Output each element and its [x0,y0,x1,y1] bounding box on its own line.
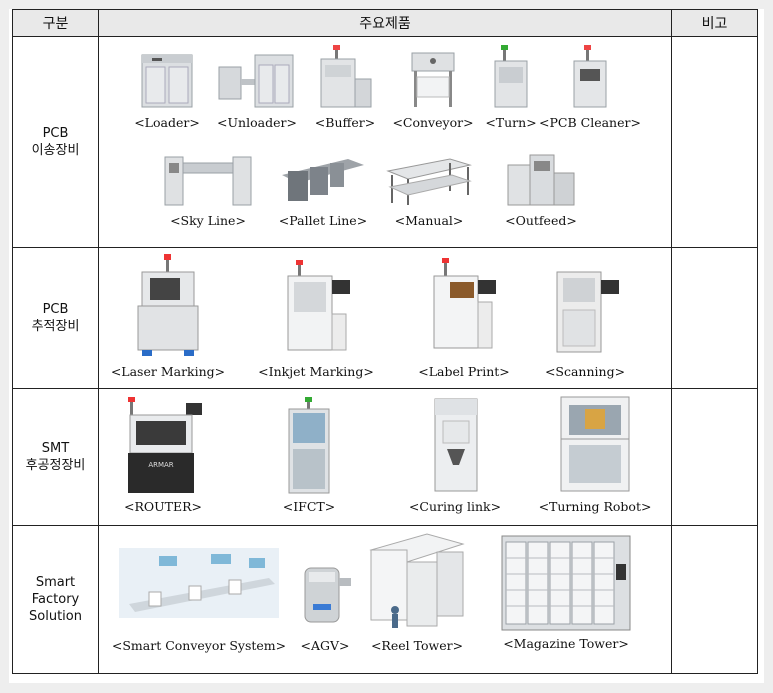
svg-text:ARMAR: ARMAR [148,461,173,469]
products-cell: ARMAR <ROUTER> <IFCT> [98,388,672,526]
products-cell: <Laser Marking> <Inkjet Marking> [98,247,672,389]
loader-machine-image [141,54,193,108]
category-line: 추적장비 [31,319,80,334]
product-caption: <Label Print> [418,364,510,379]
header-remarks: 비고 [671,9,758,37]
product-caption: <Reel Tower> [370,638,464,653]
reel-tower-image [369,533,465,628]
product-magazine-tower: <Magazine Tower> [491,534,641,651]
smart-conveyor-system-image [119,548,279,618]
product-table: 구분 주요제품 비고 PCB 이송장비 <Loader> [12,9,758,674]
category-cell: PCB 이송장비 [12,36,99,248]
magazine-tower-image [501,535,631,631]
product-caption: <Scanning> [544,364,626,379]
header-row: 구분 주요제품 비고 [12,9,758,37]
product-caption: <Buffer> [314,115,376,130]
category-line: 이송장비 [31,143,80,158]
outfeed-machine-image [507,154,575,206]
category-line: PCB [42,302,69,317]
product-pallet-line: <Pallet Line> [263,145,383,228]
unloader-machine-image [218,54,294,108]
category-line: PCB [42,126,69,141]
category-cell: Smart Factory Solution [12,525,99,674]
product-caption: <Pallet Line> [278,213,368,228]
conveyor-machine-image [411,52,455,107]
product-caption: <Manual> [394,213,464,228]
row-pcb-transfer: PCB 이송장비 <Loader> [12,36,758,248]
pallet-line-machine-image [282,159,364,201]
product-router: ARMAR <ROUTER> [103,395,223,514]
product-caption: <Conveyor> [392,115,474,130]
remarks-cell [671,36,758,248]
row-smart-factory: Smart Factory Solution <Sm [12,525,758,674]
router-machine-image: ARMAR [128,397,202,493]
product-inkjet-marking: <Inkjet Marking> [251,252,381,379]
product-turning-robot: <Turning Robot> [525,395,665,514]
category-cell: SMT 후공정장비 [12,388,99,526]
product-caption: <IFCT> [282,499,336,514]
product-caption: <Outfeed> [505,213,577,228]
buffer-machine-image [320,45,372,108]
product-caption: <Unloader> [217,115,297,130]
product-turn: <Turn> [471,43,551,130]
product-caption: <Turn> [485,115,537,130]
product-laser-marking: <Laser Marking> [103,252,233,379]
row-smt-post-process: SMT 후공정장비 ARMAR <ROUTER> [12,388,758,526]
product-caption: <Inkjet Marking> [258,364,374,379]
inkjet-marking-machine-image [287,260,350,351]
scanning-machine-image [556,271,619,353]
pcb-cleaner-machine-image [573,45,607,108]
product-unloader: <Unloader> [207,49,307,130]
product-caption: <Sky Line> [170,213,246,228]
products-cell: <Loader> <Unloader> [98,36,672,248]
product-caption: <PCB Cleaner> [539,115,641,130]
ifct-machine-image [288,397,330,494]
remarks-cell [671,525,758,674]
turn-machine-image [494,45,528,108]
product-caption: <Magazine Tower> [503,636,629,651]
product-caption: <Laser Marking> [110,364,226,379]
product-curing-link: <Curing link> [395,395,515,514]
product-outfeed: <Outfeed> [481,149,601,228]
row-pcb-tracking: PCB 추적장비 <Laser Marking> [12,247,758,389]
product-caption: <AGV> [300,638,350,653]
product-caption: <Smart Conveyor System> [111,638,287,653]
category-line: Smart [35,575,76,590]
header-products: 주요제품 [98,9,672,37]
agv-image [304,567,351,623]
product-pcb-cleaner: <PCB Cleaner> [535,43,645,130]
curing-link-machine-image [434,398,478,492]
category-line: Factory [31,592,80,607]
product-loader: <Loader> [117,49,217,130]
remarks-cell [671,388,758,526]
product-caption: <Curing link> [408,499,502,514]
product-smart-conveyor-system: <Smart Conveyor System> [109,548,289,653]
product-caption: <Turning Robot> [538,499,652,514]
product-agv: <AGV> [285,548,365,653]
product-ifct: <IFCT> [249,395,369,514]
manual-machine-image [386,158,472,205]
product-manual: <Manual> [369,151,489,228]
label-print-machine-image [433,258,496,349]
header-category: 구분 [12,9,99,37]
product-reel-tower: <Reel Tower> [357,530,477,653]
category-cell: PCB 추적장비 [12,247,99,389]
laser-marking-machine-image [137,254,199,356]
sky-line-machine-image [164,156,252,206]
remarks-cell [671,247,758,389]
category-line: 후공정장비 [25,458,86,473]
product-buffer: <Buffer> [305,43,385,130]
product-caption: <ROUTER> [123,499,202,514]
products-cell: <Smart Conveyor System> <AGV> [98,525,672,674]
category-line: SMT [41,441,70,456]
turning-robot-machine-image [560,396,630,492]
product-conveyor: <Conveyor> [383,47,483,130]
product-scanning: <Scanning> [525,252,645,379]
product-caption: <Loader> [134,115,200,130]
product-label-print: <Label Print> [399,252,529,379]
product-sky-line: <Sky Line> [153,149,263,228]
category-line: Solution [29,609,82,624]
